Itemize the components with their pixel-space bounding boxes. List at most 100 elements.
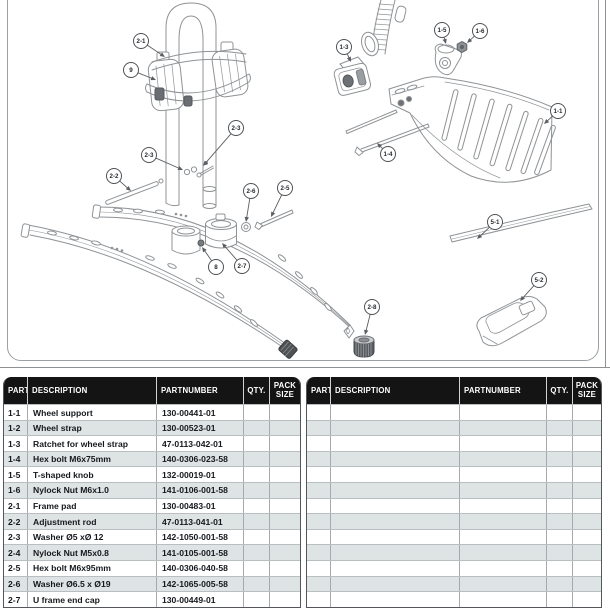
cell-partnumber <box>459 592 546 607</box>
cell-partnumber <box>459 529 546 545</box>
cell-qty <box>546 498 572 514</box>
cell-pack <box>269 576 300 592</box>
cell-pack <box>269 545 300 560</box>
callout-leader-line <box>203 250 213 262</box>
adjustment-rod-part <box>105 178 164 205</box>
callout-leader-line <box>137 72 153 79</box>
long-strap-part <box>449 203 593 243</box>
header-description: DESCRIPTION <box>27 377 156 404</box>
cell-pack <box>269 436 300 451</box>
cell-description: Washer Ø6.5 x Ø19 <box>27 576 156 592</box>
callout-circle <box>123 62 139 78</box>
cell-part: 1-6 <box>8 485 21 496</box>
table-row <box>307 575 601 592</box>
header-pack-size: PACK SIZE <box>572 377 601 404</box>
cell-qty <box>243 405 269 420</box>
cell-pack <box>269 482 300 498</box>
table-row <box>307 497 601 514</box>
cell-partnumber <box>459 436 546 451</box>
callout-label: 2-3 <box>145 152 155 159</box>
callout-label: 2-5 <box>281 185 291 192</box>
cell-description <box>330 467 459 482</box>
cell-partnumber <box>459 560 546 576</box>
cell-pack <box>269 592 300 607</box>
callout-arrowhead <box>364 329 369 335</box>
cell-pack <box>572 514 601 529</box>
callout-circle <box>243 183 259 199</box>
hex-bolt-part <box>345 109 430 156</box>
callout-circle <box>141 147 157 163</box>
table-row <box>307 435 601 451</box>
cell-part <box>307 467 330 482</box>
u-frame-part <box>165 2 217 209</box>
cell-part: 2-2 <box>8 516 21 527</box>
cell-partnumber: 142-1050-001-58 <box>156 529 243 545</box>
cell-partnumber <box>459 405 546 420</box>
callout-leader-line <box>146 44 162 56</box>
cell-part <box>307 436 330 451</box>
callout-leader-line <box>546 115 553 122</box>
cell-pack <box>269 420 300 436</box>
parts-table-left: PART DESCRIPTION PARTNUMBER QTY. PACK SI… <box>3 377 301 608</box>
cell-part <box>307 561 330 576</box>
table-row <box>307 528 601 545</box>
cell-part: 1-1 <box>8 407 21 418</box>
cell-qty <box>546 592 572 607</box>
rail-collars-part <box>171 213 237 255</box>
cell-qty <box>243 576 269 592</box>
callout-label: 5-2 <box>535 277 545 284</box>
callout-circle <box>531 272 547 288</box>
callout-arrowhead <box>442 38 447 44</box>
callout-arrowhead <box>544 118 550 124</box>
cell-qty <box>243 545 269 560</box>
cell-qty <box>546 436 572 451</box>
cell-pack <box>269 451 300 467</box>
cell-pack <box>269 467 300 482</box>
cell-partnumber: 47-0113-041-01 <box>156 514 243 529</box>
cell-description <box>330 560 459 576</box>
cell-pack <box>572 498 601 514</box>
cell-description: Adjustment rod <box>27 514 156 529</box>
cell-description <box>330 436 459 451</box>
callout-leader-line <box>246 198 251 219</box>
cell-qty <box>546 451 572 467</box>
callout-circle <box>228 120 244 136</box>
callout-arrowhead <box>346 56 351 62</box>
cell-partnumber <box>459 498 546 514</box>
callout-label: 2-8 <box>368 304 378 311</box>
cell-partnumber: 130-00523-01 <box>156 420 243 436</box>
cell-description: Wheel support <box>27 405 156 420</box>
table-row <box>307 450 601 467</box>
cell-pack <box>269 498 300 514</box>
cell-qty <box>243 482 269 498</box>
cell-description <box>330 592 459 607</box>
cell-qty <box>243 420 269 436</box>
frame-pad-clamps-part <box>145 41 251 112</box>
wheel-support-tray-part <box>388 76 556 183</box>
cell-qty <box>546 514 572 529</box>
cell-pack <box>572 529 601 545</box>
callout-arrowhead <box>222 243 227 249</box>
callout-arrowhead <box>150 76 156 81</box>
callout-label: 1-5 <box>438 27 448 34</box>
cell-qty <box>546 560 572 576</box>
cell-partnumber: 130-00483-01 <box>156 498 243 514</box>
cell-part: 2-7 <box>8 594 21 605</box>
cell-description: U frame end cap <box>27 592 156 607</box>
cell-description: Nylock Nut M6x1.0 <box>27 482 156 498</box>
callout-leader-line <box>365 314 371 332</box>
cell-qty <box>243 529 269 545</box>
cell-description: Ratchet for wheel strap <box>27 436 156 451</box>
cell-qty <box>546 576 572 592</box>
cell-partnumber: 141-0106-001-58 <box>156 482 243 498</box>
table-row <box>307 544 601 560</box>
cell-description <box>330 482 459 498</box>
cell-partnumber: 141-0105-001-58 <box>156 545 243 560</box>
cell-partnumber: 130-00441-01 <box>156 405 243 420</box>
cell-partnumber <box>459 545 546 560</box>
